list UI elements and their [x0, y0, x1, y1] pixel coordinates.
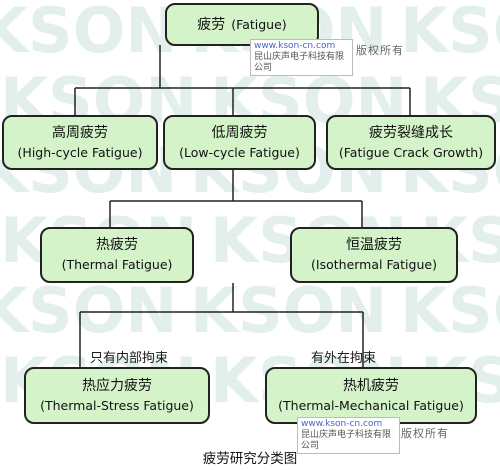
node-low-cycle-fatigue: 低周疲劳 (Low-cycle Fatigue)	[163, 115, 316, 170]
node-thermal-mechanical-label-en: (Thermal-Mechanical Fatigue)	[278, 397, 464, 413]
copyright-stamp-top: www.kson-cn.com 昆山庆声电子科技有限公司	[250, 39, 353, 76]
node-fatigue: 疲劳 (Fatigue)	[165, 3, 319, 46]
watermark-logo: KSON	[190, 274, 387, 347]
node-fatigue-label-en: (Fatigue)	[231, 16, 287, 32]
node-isothermal-label-en: (Isothermal Fatigue)	[311, 257, 437, 272]
copyright-stamp-bottom: www.kson-cn.com 昆山庆声电子科技有限公司	[297, 417, 400, 454]
edge-label-external-constraint: 有外在拘束	[311, 351, 377, 366]
stamp-mark-top: 版权所有	[356, 44, 404, 57]
node-high-cycle-label: 高周疲劳	[52, 124, 108, 141]
node-crack-growth-label-en: (Fatigue Crack Growth)	[338, 144, 484, 160]
diagram-caption: 疲劳研究分类图	[202, 451, 298, 467]
node-isothermal-fatigue: 恒温疲劳 (Isothermal Fatigue)	[290, 227, 458, 283]
stamp-mark-bottom: 版权所有	[401, 427, 449, 440]
watermark-logo: KSON	[400, 0, 500, 67]
node-crack-growth-label: 疲劳裂缝成长	[369, 124, 453, 141]
node-thermal-label-en: (Thermal Fatigue)	[61, 257, 173, 272]
node-thermal-stress-fatigue: 热应力疲劳 (Thermal-Stress Fatigue)	[24, 367, 210, 424]
edge-label-internal-constraint: 只有内部拘束	[90, 351, 169, 366]
node-thermal-stress-label-en: (Thermal-Stress Fatigue)	[40, 397, 194, 413]
stamp-url-top: www.kson-cn.com	[254, 41, 336, 51]
node-low-cycle-label-en: (Low-cycle Fatigue)	[179, 144, 300, 160]
node-high-cycle-fatigue: 高周疲劳 (High-cycle Fatigue)	[2, 115, 158, 170]
node-high-cycle-label-en: (High-cycle Fatigue)	[17, 144, 143, 160]
stamp-company-top: 昆山庆声电子科技有限公司	[254, 52, 345, 73]
node-thermal-fatigue: 热疲劳 (Thermal Fatigue)	[40, 227, 194, 283]
stamp-company-bottom: 昆山庆声电子科技有限公司	[301, 430, 392, 451]
watermark-logo: KSON	[0, 0, 177, 67]
watermark-logo: KSON	[400, 274, 500, 347]
node-fatigue-crack-growth: 疲劳裂缝成长 (Fatigue Crack Growth)	[326, 115, 496, 170]
node-thermal-mechanical-fatigue: 热机疲劳 (Thermal-Mechanical Fatigue)	[265, 367, 477, 424]
stamp-url-bottom: www.kson-cn.com	[301, 419, 383, 429]
node-thermal-label: 热疲劳	[96, 237, 138, 253]
node-thermal-stress-label: 热应力疲劳	[82, 377, 152, 394]
watermark-logo: KSON	[0, 274, 177, 347]
node-low-cycle-label: 低周疲劳	[211, 124, 268, 141]
node-fatigue-label: 疲劳	[197, 16, 226, 33]
node-thermal-mechanical-label: 热机疲劳	[343, 377, 399, 394]
node-isothermal-label: 恒温疲劳	[346, 237, 402, 253]
